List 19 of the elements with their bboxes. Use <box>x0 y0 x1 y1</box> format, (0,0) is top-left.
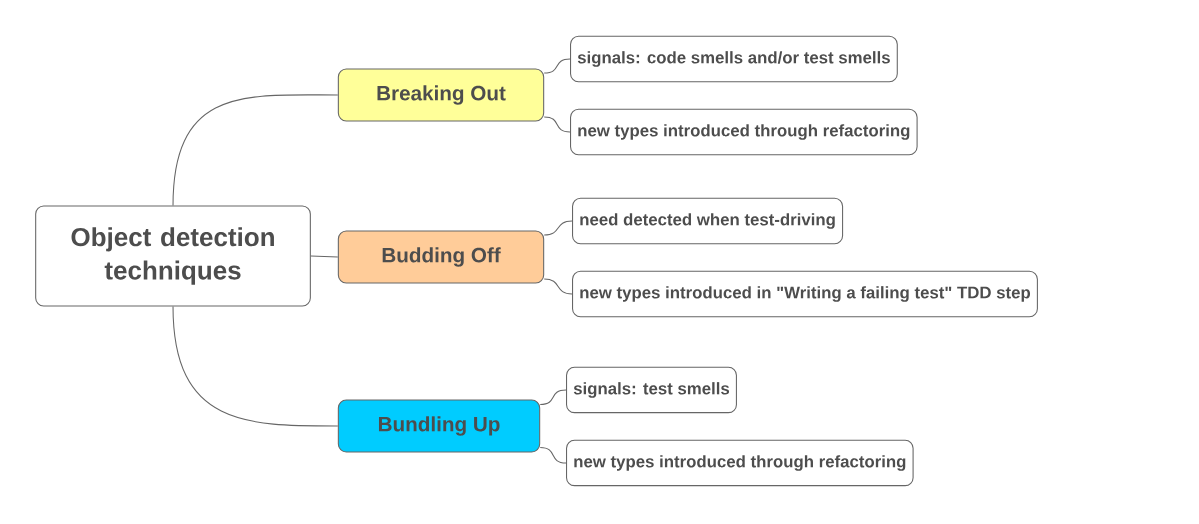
subtopic-box: signals: code smells and/or test smells <box>570 35 898 83</box>
subtopic-box: new types introduced in "Writing a failing test" TDD step <box>572 270 1038 318</box>
connector-line <box>539 389 567 405</box>
connector-line <box>543 58 571 74</box>
connector-line <box>172 306 339 427</box>
connector-line <box>539 446 567 464</box>
connector-line <box>172 94 339 206</box>
connector-line <box>543 278 573 295</box>
subtopic-box: new types introduced through refactoring <box>570 108 918 156</box>
connector-line <box>543 116 571 133</box>
topic-box: Breaking Out <box>337 68 545 122</box>
topic-box: Budding Off <box>337 230 545 284</box>
connector-line <box>310 255 339 258</box>
connector-line <box>543 220 573 236</box>
central-topic-box: Object detection techniques <box>35 205 311 307</box>
subtopic-box: signals: test smells <box>566 366 737 414</box>
topic-box: Bundling Up <box>337 399 541 453</box>
subtopic-box: need detected when test-driving <box>572 197 844 245</box>
subtopic-box: new types introduced through refactoring <box>566 439 914 487</box>
